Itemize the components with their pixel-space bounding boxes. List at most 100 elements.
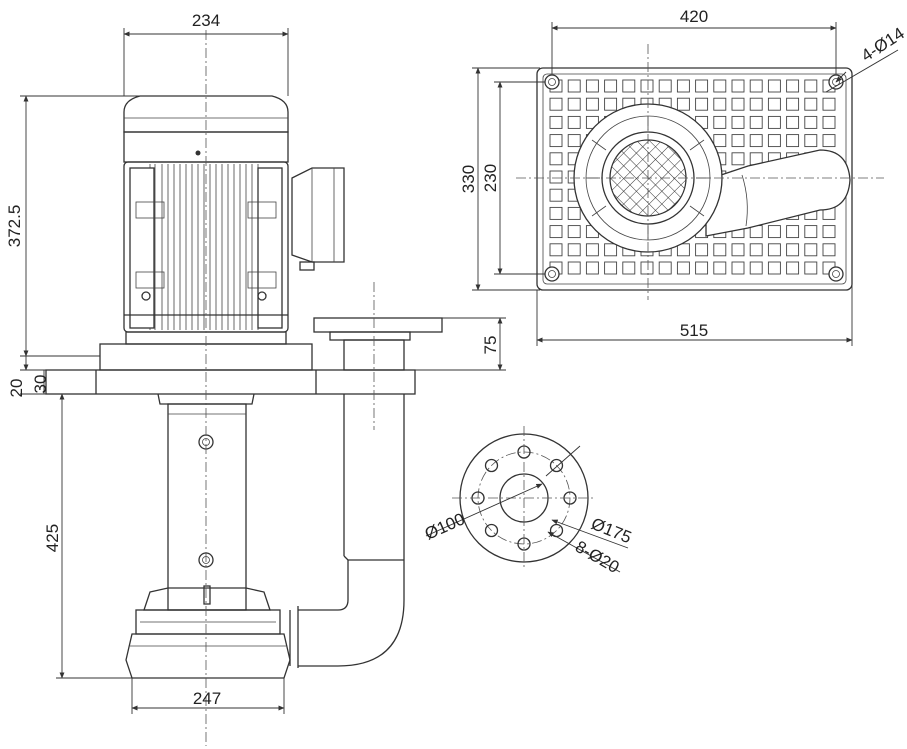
motor-right-bracket: [257, 167, 283, 329]
grid-cell: [567, 115, 581, 129]
top-view: 420 330 230 515 4-Ø14: [459, 7, 907, 346]
grid-cell: [713, 115, 727, 129]
grid-cell: [731, 152, 745, 166]
grid-cell: [585, 97, 599, 111]
grid-cell: [640, 79, 654, 93]
grid-cell: [549, 188, 563, 202]
grid-cell: [604, 79, 618, 93]
grid-cell: [804, 225, 818, 239]
grid-cell: [731, 134, 745, 148]
grid-cell: [731, 261, 745, 275]
grid-cell: [749, 115, 763, 129]
base-plate-outline: [536, 67, 853, 291]
flange-view: Ø100 Ø175 8-Ø20: [422, 426, 634, 577]
grid-cell: [549, 97, 563, 111]
grid-cell: [749, 134, 763, 148]
dim-base-width: 420: [680, 7, 708, 26]
grid-cell: [695, 243, 709, 257]
grid-cell: [567, 97, 581, 111]
grid-cell: [749, 243, 763, 257]
grid-cell: [786, 134, 800, 148]
grid-cell: [658, 79, 672, 93]
grid-cell: [731, 115, 745, 129]
dim-base-depth: 330: [459, 165, 478, 193]
grid-cell: [567, 79, 581, 93]
grid-cell: [713, 79, 727, 93]
grid-cell: [749, 79, 763, 93]
grid-cell: [804, 243, 818, 257]
grid-cell: [622, 79, 636, 93]
side-view: 234 372.5 20 30 425 247 75: [5, 11, 506, 746]
grid-cell: [786, 79, 800, 93]
grid-cell: [676, 243, 690, 257]
grid-cell: [604, 243, 618, 257]
outlet-flange: [313, 317, 443, 333]
pump-casing-lower: [125, 633, 291, 679]
grid-cell: [713, 243, 727, 257]
motor-left-bracket: [129, 167, 155, 329]
grid-cell: [585, 243, 599, 257]
grid-cell: [822, 134, 836, 148]
dim-outlet-height: 75: [481, 336, 500, 355]
dim-height-total: 372.5: [5, 205, 24, 248]
mounting-plate: [45, 369, 416, 395]
grid-cell: [640, 261, 654, 275]
grid-cell: [713, 261, 727, 275]
grid-cell: [585, 261, 599, 275]
grid-cell: [549, 115, 563, 129]
grid-cell: [767, 134, 781, 148]
grid-cell: [786, 243, 800, 257]
grid-cell: [822, 115, 836, 129]
motor-fins: [149, 164, 259, 330]
terminal-box: [291, 167, 345, 263]
dim-motor-width: 234: [192, 11, 220, 30]
grid-cell: [804, 115, 818, 129]
grid-cell: [749, 97, 763, 111]
grid-cell: [567, 225, 581, 239]
outlet-tube: [705, 149, 851, 237]
grid-cell: [804, 134, 818, 148]
grid-cell: [713, 97, 727, 111]
outlet-elbow: [298, 599, 405, 667]
grid-cell: [549, 225, 563, 239]
grid-cell: [676, 97, 690, 111]
grid-cell: [767, 115, 781, 129]
grid-cell: [804, 261, 818, 275]
dim-hole-spacing: 230: [481, 164, 500, 192]
grid-cell: [567, 206, 581, 220]
label-flange-inner: Ø100: [422, 509, 468, 543]
grid-cell: [713, 134, 727, 148]
grid-cell: [767, 243, 781, 257]
grid-cell: [731, 243, 745, 257]
grid-cell: [786, 225, 800, 239]
grid-cell: [767, 225, 781, 239]
grid-cell: [767, 261, 781, 275]
grid-cell: [676, 261, 690, 275]
grid-cell: [549, 152, 563, 166]
grid-cell: [731, 79, 745, 93]
grid-cell: [676, 79, 690, 93]
grid-cell: [567, 243, 581, 257]
grid-cell: [786, 115, 800, 129]
grid-cell: [549, 170, 563, 184]
dim-base-thickness: 20: [7, 379, 26, 398]
grid-cell: [549, 134, 563, 148]
grid-cell: [695, 97, 709, 111]
grid-cell: [567, 134, 581, 148]
grid-cell: [731, 97, 745, 111]
grid-cell: [804, 97, 818, 111]
grid-cell: [585, 79, 599, 93]
dim-base-length: 515: [680, 321, 708, 340]
grid-cell: [549, 243, 563, 257]
grid-cell: [549, 206, 563, 220]
grid-cell: [622, 261, 636, 275]
grid-cell: [786, 97, 800, 111]
grid-cell: [786, 261, 800, 275]
grid-cell: [567, 261, 581, 275]
grid-cell: [695, 261, 709, 275]
grid-cell: [822, 97, 836, 111]
grid-cell: [822, 243, 836, 257]
dim-plate-thickness: 30: [31, 375, 50, 394]
